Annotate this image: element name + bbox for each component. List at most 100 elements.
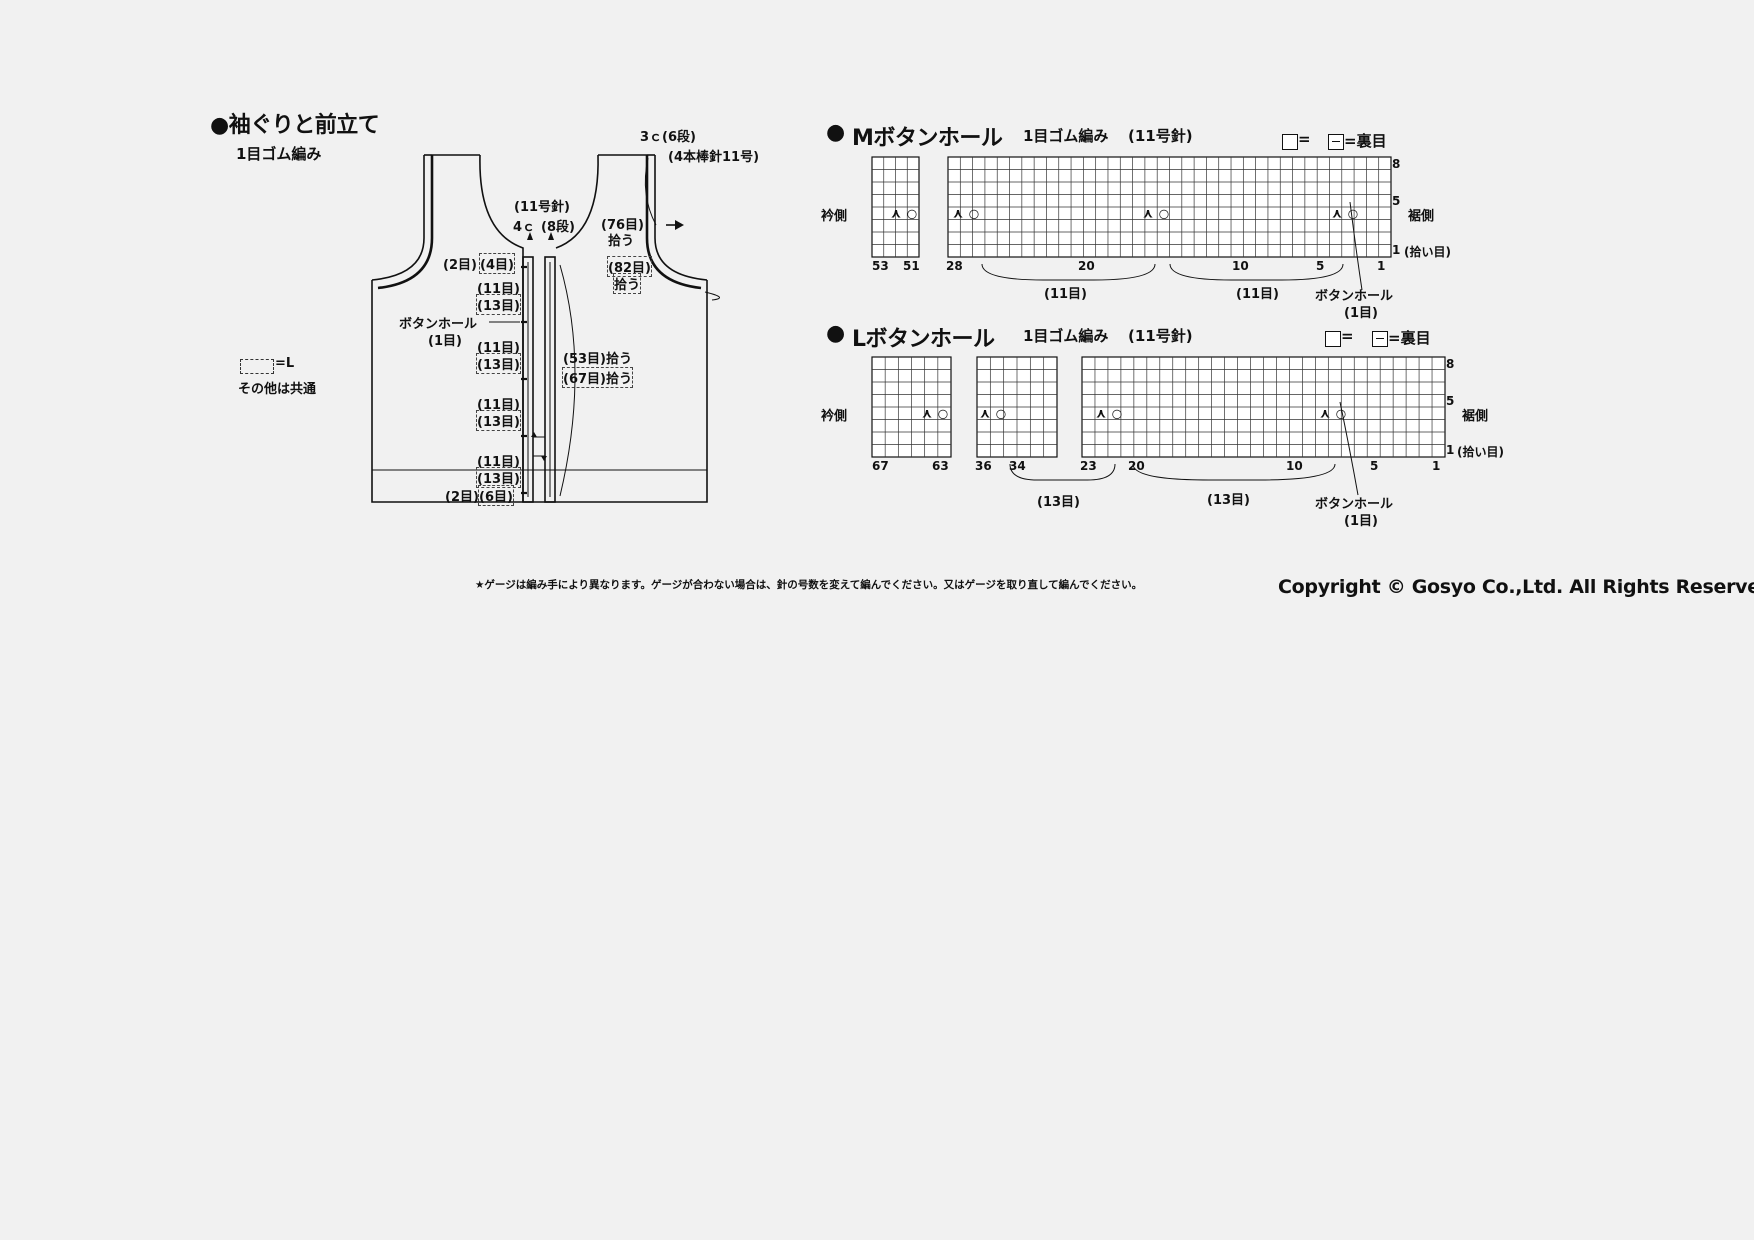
chart-l-hem-side: 裾側	[1462, 409, 1489, 424]
chart-m-pickup: (拾い目)	[1404, 245, 1451, 259]
chart-l-gap-label: (13目)	[1037, 495, 1080, 510]
size-legend-box	[240, 359, 274, 374]
left-armhole-outer	[371, 155, 425, 281]
chart-m-title: Mボタンホール	[852, 126, 1003, 151]
chart-m-yarn-over-symbol: ○	[969, 206, 979, 220]
chart-l-row-label: 8	[1446, 357, 1455, 371]
chart-m-gap-brace	[1169, 263, 1344, 281]
chart-m-row-label: 8	[1392, 157, 1401, 171]
spacing-l: (13目)	[476, 467, 521, 488]
copyright: Copyright © Gosyo Co.,Ltd. All Rights Re…	[1278, 576, 1754, 598]
chart-m-decrease-symbol: ⋏	[891, 206, 902, 221]
spacing-m: (2目)	[443, 258, 477, 273]
right-armhole-outer	[654, 155, 708, 281]
chart-l-title: Lボタンホール	[852, 327, 995, 352]
spacing-l: (6目)	[478, 485, 514, 506]
chart-l-title-mark: ●	[826, 321, 845, 346]
chart-l-yarn-over-symbol: ○	[996, 406, 1006, 420]
neck-rows: (8段)	[541, 220, 575, 235]
spacing-l: (4目)	[479, 253, 515, 274]
chart-l-yarn-over-symbol: ○	[938, 406, 948, 420]
chart-l-decrease-symbol: ⋏	[980, 406, 991, 421]
spacing-l: (13目)	[476, 410, 521, 431]
chart-m-col-label: 5	[1316, 259, 1325, 273]
legend-purl-box	[1372, 331, 1388, 347]
chart-m-col-label: 10	[1232, 259, 1249, 273]
top-right-rows: 3ｃ(6段)	[640, 130, 696, 145]
chart-m-decrease-symbol: ⋏	[953, 206, 964, 221]
legend-purl-box	[1328, 134, 1344, 150]
size-legend-text: =L	[275, 356, 295, 371]
chart-l-buttonhole: ボタンホール	[1315, 497, 1394, 512]
size-legend-common: その他は共通	[238, 382, 317, 397]
chart-l-gap-label: (13目)	[1207, 493, 1250, 508]
spacing-m: (11目)	[477, 282, 520, 297]
chart-l-yarn-over-symbol: ○	[1336, 406, 1346, 420]
chart-l-decrease-symbol: ⋏	[1096, 406, 1107, 421]
needle-arrow-right	[548, 232, 554, 240]
left-armhole-inner	[377, 155, 434, 290]
chart-m-col-label: 53	[872, 259, 889, 273]
armhole-pickup-l: (82目)	[607, 256, 652, 277]
vest-title: ●袖ぐりと前立て	[210, 113, 380, 138]
chart-m-decrease-symbol: ⋏	[1143, 206, 1154, 221]
legend-purl-label: =裏目	[1344, 132, 1387, 150]
chart-m-gap-label: (11目)	[1044, 287, 1087, 302]
chart-m-yarn-over-symbol: ○	[1348, 206, 1358, 220]
chart-m-title-mark: ●	[826, 120, 845, 145]
top-right-needle: (4本棒針11号)	[668, 150, 760, 165]
chart-l-gap-brace	[1009, 463, 1116, 481]
armhole-pickup-l-verb: 拾う	[612, 273, 642, 294]
chart-l-col-label: 67	[872, 459, 889, 473]
chart-m-gap-label: (11目)	[1236, 287, 1279, 302]
needle-arrow-left	[527, 232, 533, 240]
chart-m-buttonhole-count: (1目)	[1344, 306, 1378, 321]
legend-knit-box	[1325, 331, 1341, 347]
chart-l-row-label: 5	[1446, 394, 1455, 408]
chart-l-yarn-over-symbol: ○	[1112, 406, 1122, 420]
chart-m-yarn-over-symbol: ○	[1159, 206, 1169, 220]
chart-m-collar-side: 衿側	[821, 209, 848, 224]
legend-purl-label: =裏目	[1388, 329, 1431, 347]
chart-l-collar-side: 衿側	[821, 409, 848, 424]
chart-m-col-label: 28	[946, 259, 963, 273]
chart-l-col-label: 20	[1128, 459, 1145, 473]
chart-l-col-label: 36	[975, 459, 992, 473]
spacing-m: (2目)	[445, 490, 479, 505]
legend-eq: =	[1341, 327, 1354, 345]
chart-l-col-label: 5	[1370, 459, 1379, 473]
gauge-note: ★ゲージは編み手により異なります。ゲージが合わない場合は、針の号数を変えて編んで…	[475, 579, 1143, 591]
vest-outline	[371, 280, 708, 503]
chart-l-buttonhole-count: (1目)	[1344, 514, 1378, 529]
chart-m-col-label: 51	[903, 259, 920, 273]
chart-m-row-label: 5	[1392, 194, 1401, 208]
chart-m-buttonhole-leader	[1349, 201, 1363, 291]
spacing-l: (13目)	[476, 353, 521, 374]
front-pickup-m: (53目)拾う	[563, 352, 632, 367]
chart-l-col-label: 34	[1009, 459, 1026, 473]
chart-m-yarn-over-symbol: ○	[907, 206, 917, 220]
chart-l-decrease-symbol: ⋏	[1320, 406, 1331, 421]
chart-m-col-label: 20	[1078, 259, 1095, 273]
armhole-pickup-m-verb: 拾う	[608, 234, 635, 249]
chart-m-decrease-symbol: ⋏	[1332, 206, 1343, 221]
right-front-band	[544, 256, 556, 503]
spacing-m: (11目)	[477, 398, 520, 413]
chart-m-needle: (11号針)	[1128, 127, 1193, 145]
chart-m-row-label: 1	[1392, 243, 1401, 257]
spacing-l: (13目)	[476, 294, 521, 315]
right-armhole-inner	[645, 155, 702, 290]
legend-knit-box	[1282, 134, 1298, 150]
spacing-m: (11目)	[477, 455, 520, 470]
chart-m-gap-brace	[981, 263, 1156, 281]
chart-l-decrease-symbol: ⋏	[922, 406, 933, 421]
chart-m-stitch: 1目ゴム編み	[1023, 127, 1109, 145]
neckline	[479, 154, 524, 502]
spacing-m: (11目)	[477, 341, 520, 356]
chart-l-stitch: 1目ゴム編み	[1023, 327, 1109, 345]
buttonhole-label: ボタンホール	[399, 317, 478, 332]
neck-needle: (11号針)	[514, 200, 570, 215]
